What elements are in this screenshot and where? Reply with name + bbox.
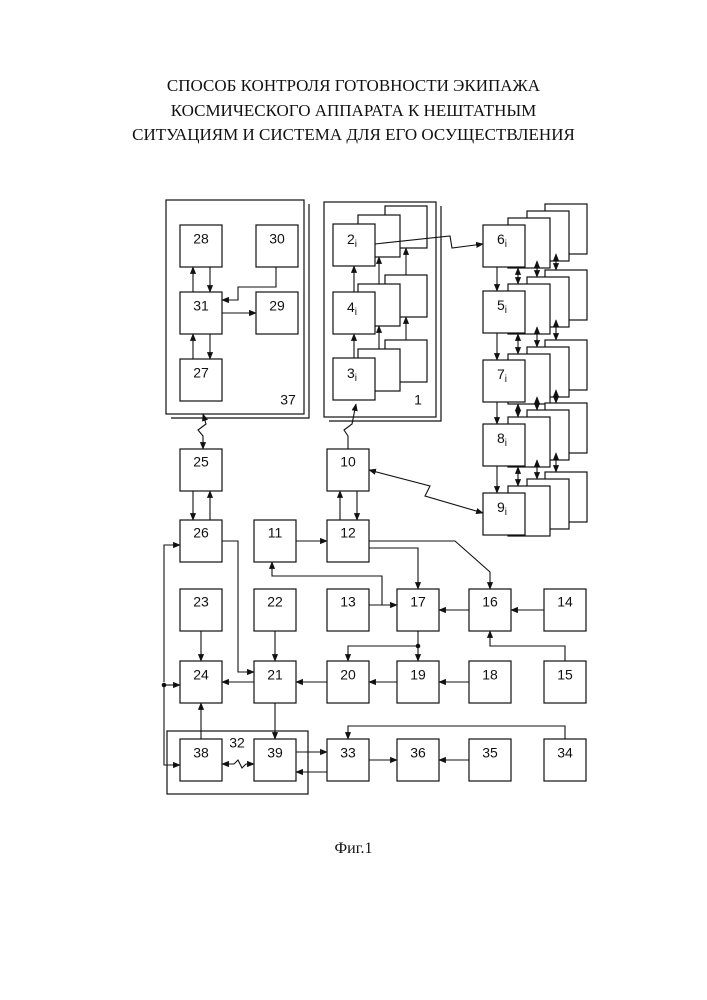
label-5-sub: i [505, 305, 507, 316]
label-26: 26 [193, 525, 209, 541]
link-10-9 [369, 470, 483, 513]
label-24: 24 [193, 667, 209, 683]
label-21: 21 [267, 667, 283, 683]
label-17: 17 [410, 594, 426, 610]
label-19: 19 [410, 667, 426, 683]
label-25: 25 [193, 454, 209, 470]
label-34: 34 [557, 745, 573, 761]
label-2-num: 2 [347, 231, 355, 247]
label-16: 16 [482, 594, 498, 610]
label-6-num: 6 [497, 231, 505, 247]
label-36: 36 [410, 745, 426, 761]
link-17-20 [348, 646, 418, 661]
label-4-num: 4 [347, 299, 355, 315]
label-39: 39 [267, 745, 283, 761]
label-8-sub: i [505, 438, 507, 449]
label-6-sub: i [505, 239, 507, 250]
label-18: 18 [482, 667, 498, 683]
label-10: 10 [340, 454, 356, 470]
figure-caption: Фиг.1 [0, 840, 707, 858]
label-33: 33 [340, 745, 356, 761]
link-15-16 [490, 631, 565, 661]
label-27: 27 [193, 365, 209, 381]
link-26-21 [222, 541, 254, 672]
label-28: 28 [193, 231, 209, 247]
label-11: 11 [268, 525, 283, 541]
label-12: 12 [340, 525, 356, 541]
label-2-sub: i [355, 239, 357, 250]
group-1-label: 1 [414, 392, 422, 408]
group-32-label: 32 [229, 735, 245, 751]
label-31: 31 [193, 298, 209, 314]
label-15: 15 [557, 667, 573, 683]
label-8-num: 8 [497, 430, 505, 446]
label-9-sub: i [505, 507, 507, 518]
label-3-num: 3 [347, 365, 355, 381]
label-4-sub: i [355, 307, 357, 318]
label-3-sub: i [355, 373, 357, 384]
label-20: 20 [340, 667, 356, 683]
label-14: 14 [557, 594, 573, 610]
label-13: 13 [340, 594, 356, 610]
label-29: 29 [269, 298, 285, 314]
link-10-1 [344, 404, 356, 449]
link-bus-26 [164, 545, 180, 682]
label-7-sub: i [505, 374, 507, 385]
link-37-25 [198, 414, 206, 449]
label-9-num: 9 [497, 499, 505, 515]
link-bus-38 [164, 685, 180, 765]
link-38-39 [222, 760, 254, 768]
label-5-num: 5 [497, 297, 505, 313]
label-23: 23 [193, 594, 209, 610]
label-30: 30 [269, 231, 285, 247]
label-22: 22 [267, 594, 283, 610]
label-7-num: 7 [497, 366, 505, 382]
group-37-label: 37 [280, 392, 296, 408]
label-35: 35 [482, 745, 498, 761]
label-38: 38 [193, 745, 209, 761]
link-12-17 [369, 548, 418, 589]
link-34-33 [348, 726, 565, 739]
